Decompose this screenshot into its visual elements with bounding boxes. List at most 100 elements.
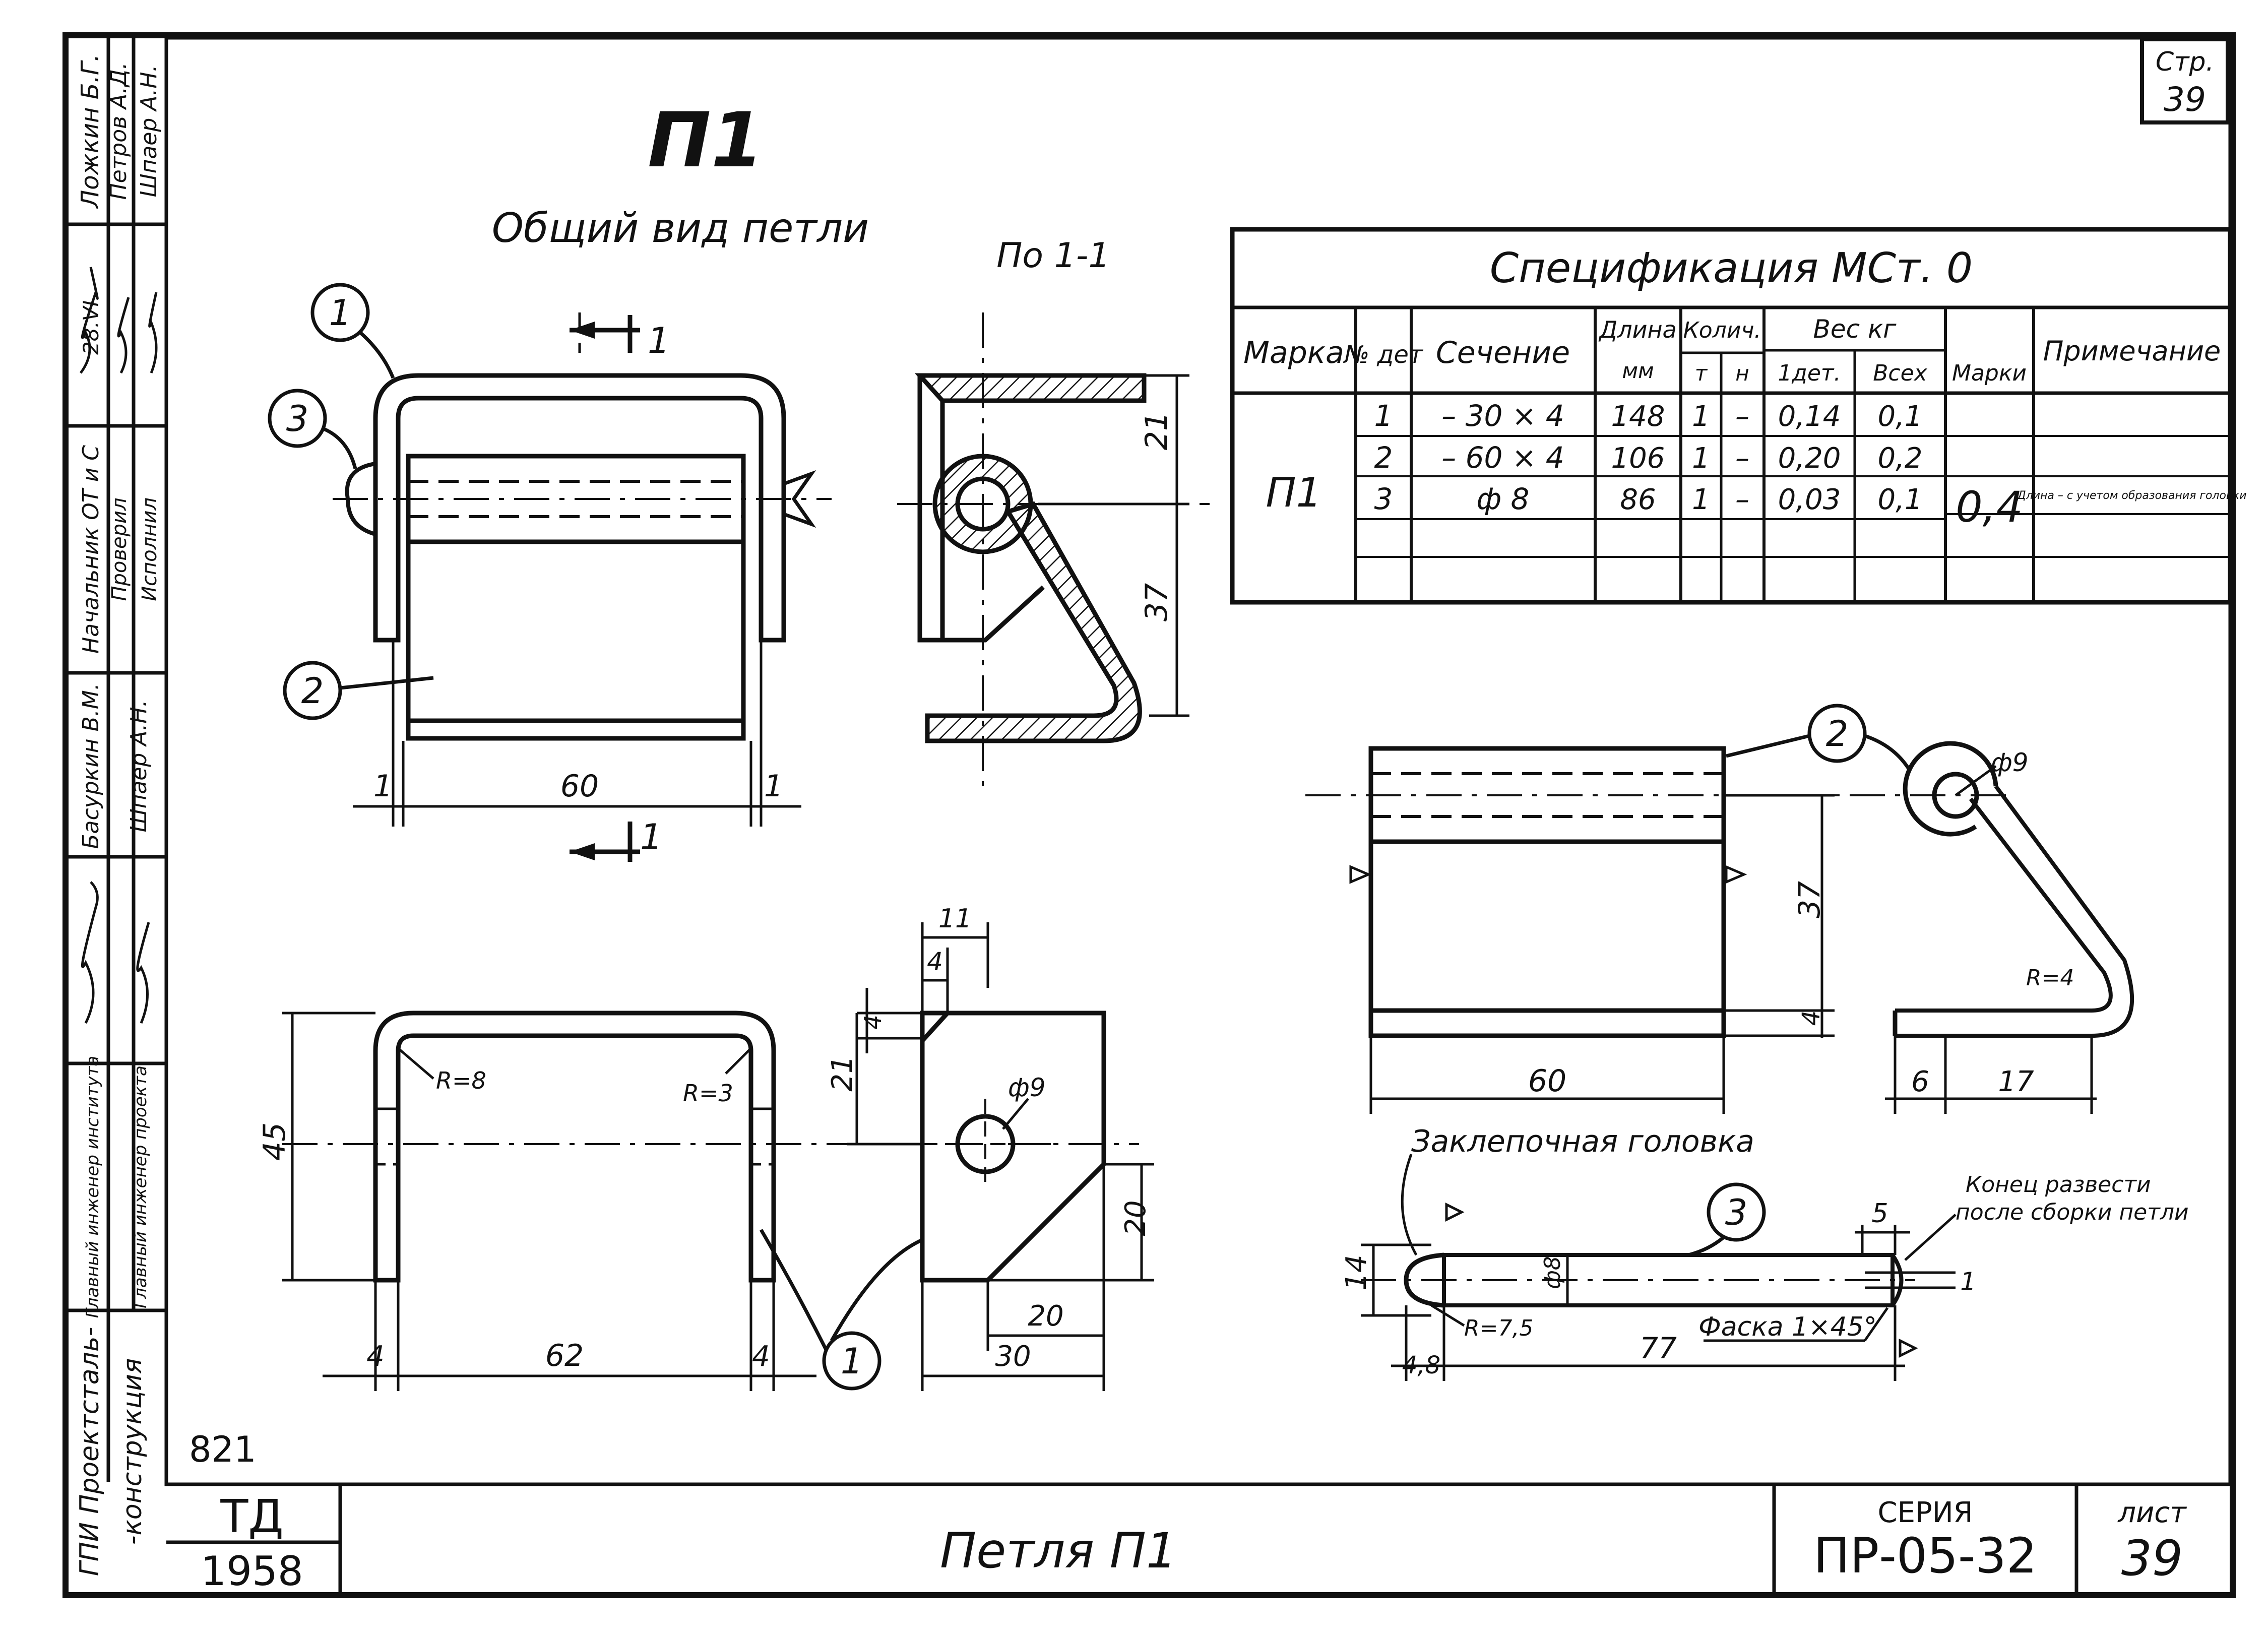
callout-1-bottom: 1	[759, 1229, 923, 1391]
stamp-name-vasyurkin: Басуркин В.М.	[78, 683, 104, 849]
part-title: Петля П1	[940, 1523, 1177, 1579]
spec-row-1-t: 1	[1692, 400, 1710, 433]
spec-header-mark: Марка	[1243, 335, 1344, 370]
title-block	[166, 1482, 2230, 1595]
ta-logo: ТД	[220, 1490, 283, 1543]
rivet-head-label: Заклепочная головка	[1411, 1124, 1754, 1159]
stamp-chief-engineer-institute: Главный инженер института	[83, 1056, 103, 1318]
dim-assembly-17: 17	[1998, 1065, 2034, 1098]
spec-header-w-mark: Марки	[1952, 360, 2027, 386]
stamp-org-line2: -конструкция	[117, 1358, 148, 1545]
rivet-end-note-line1: Конец развести	[1966, 1172, 2151, 1198]
dim-rivet-5: 5	[1871, 1199, 1888, 1229]
dim-front-1b: 1	[764, 769, 783, 804]
stamp-name-lozhkin: Ложкин Б.Г.	[76, 54, 104, 209]
spec-row-1-wall: 0,1	[1877, 400, 1922, 433]
stamp-role-executed: Исполнил	[138, 497, 161, 601]
sheet-ref-box: Стр. 39	[2140, 37, 2230, 124]
spec-row-3-length: 86	[1620, 483, 1656, 516]
dim-assembly-r4: R=4	[2026, 965, 2074, 991]
spec-row-1-section: – 30 × 4	[1441, 399, 1564, 433]
section-dims: 21 37	[1038, 374, 1189, 717]
dim-rivet-phi8: ф8	[1540, 1256, 1565, 1289]
strip-side-dims: 11 4 4 21 ф9 20 20 30	[826, 904, 1154, 1391]
spec-header-w-all: Всех	[1873, 360, 1927, 386]
spec-row-1-n: –	[1735, 400, 1749, 433]
assembly-side-dims: 37 4 60 6 17 ф9 R=4	[1369, 748, 2097, 1114]
dim-side-30: 30	[995, 1340, 1031, 1373]
dim-strip-45: 45	[257, 1122, 292, 1161]
dim-side-20h: 20	[1028, 1300, 1063, 1333]
spec-row-2-w1: 0,20	[1778, 442, 1841, 475]
stamp-role-head: Начальник ОТ и С	[78, 445, 104, 654]
callout-2-top-label: 2	[301, 670, 324, 712]
stamp-chief-engineer-project: Главный инженер проекта	[131, 1065, 151, 1308]
spec-header-length-unit: мм	[1622, 358, 1654, 383]
rivet-dims: 14 ф8 R=7,5 4,8 77 5 1	[1340, 1199, 1976, 1381]
spec-row-2-wall: 0,2	[1877, 442, 1922, 475]
rivet-view	[1361, 1202, 1918, 1358]
front-view	[333, 312, 832, 741]
section-mark-top: 1	[570, 315, 670, 361]
series-label: СЕРИЯ	[1877, 1496, 1973, 1529]
outer-frame	[62, 32, 2236, 1598]
section-label: По 1-1	[996, 236, 1110, 276]
spec-row-3-t: 1	[1692, 483, 1710, 516]
dim-strip-r3: R=3	[683, 1080, 733, 1107]
spec-header-w-part: 1дет.	[1778, 360, 1841, 386]
dim-front-60: 60	[560, 769, 599, 804]
dim-strip-62: 62	[545, 1338, 584, 1373]
spec-row-1-length: 148	[1611, 400, 1665, 433]
stamp-strip-text: Ложкин Б.Г. Петров А.Д. Шпаер А.Н. 28.VI…	[75, 54, 162, 1576]
callout-3-right-label: 3	[1725, 1192, 1748, 1233]
dim-assembly-60: 60	[1528, 1063, 1566, 1099]
stamp-name-shpaer-1: Шпаер А.Н.	[136, 65, 162, 198]
spec-header-qty: Колич.	[1683, 318, 1761, 343]
spec-row-3-w1: 0,03	[1778, 483, 1841, 516]
stamp-code: 821	[189, 1429, 257, 1470]
spec-header-length: Длина	[1598, 316, 1677, 343]
dim-section-37: 37	[1139, 583, 1174, 621]
callout-1-top-label: 1	[329, 292, 352, 334]
spec-row-2-n: –	[1735, 442, 1749, 475]
spec-note: Длина – с учетом образования головки	[2017, 489, 2247, 502]
series-code: ПР-05-32	[1813, 1528, 2037, 1584]
callout-2-right-label: 2	[1826, 713, 1849, 754]
sheet-label: лист	[2117, 1496, 2187, 1529]
spec-table-text: Спецификация МСт. 0 Марка № дет Сечение …	[1243, 244, 2246, 532]
dim-strip-4a: 4	[366, 1340, 385, 1373]
spec-header-part-no: № дет	[1343, 341, 1424, 369]
rivet-head-leader	[1401, 1154, 1418, 1256]
callout-2-right: 2	[1726, 704, 1912, 772]
callout-3-top-label: 3	[286, 398, 309, 439]
dim-rivet-1: 1	[1960, 1267, 1976, 1296]
callout-3-right: 3	[1688, 1182, 1766, 1257]
spec-row-3-wall: 0,1	[1877, 483, 1922, 516]
section-mark-top-label: 1	[648, 320, 670, 361]
spec-table	[1230, 227, 2233, 605]
section-mark-bottom: 1	[570, 816, 663, 862]
stamp-strip	[66, 38, 166, 1482]
page-title: П1	[648, 97, 764, 184]
spec-row-3-no: 3	[1374, 482, 1393, 516]
stamp-name-petrov: Петров А.Д.	[106, 62, 132, 200]
rivet-end-note-line2: после сборки петли	[1956, 1200, 2189, 1225]
page-subtitle: Общий вид петли	[492, 205, 869, 251]
section-mark-bottom-label: 1	[640, 816, 663, 858]
dim-rivet-r75: R=7,5	[1464, 1315, 1533, 1341]
section-1-1-view	[897, 312, 1210, 796]
spec-mark-weight: 0,4	[1956, 482, 2023, 532]
dim-assembly-phi9: ф9	[1991, 748, 2029, 777]
sheet-number: 39	[2121, 1530, 2183, 1587]
callout-2-top: 2	[283, 661, 434, 720]
sheet-ref-label: Стр.	[2156, 47, 2214, 77]
dim-rivet-14: 14	[1340, 1254, 1373, 1290]
dim-side-4: 4	[927, 947, 943, 976]
dim-section-21: 21	[1139, 412, 1174, 450]
dim-assembly-4: 4	[1797, 1011, 1825, 1026]
spec-header-weight: Вес кг	[1813, 314, 1897, 344]
stamp-org-line1: ГПИ Проектсталь-	[75, 1327, 105, 1577]
dim-side-phi9: ф9	[1008, 1073, 1046, 1102]
spec-row-2-length: 106	[1611, 442, 1665, 475]
